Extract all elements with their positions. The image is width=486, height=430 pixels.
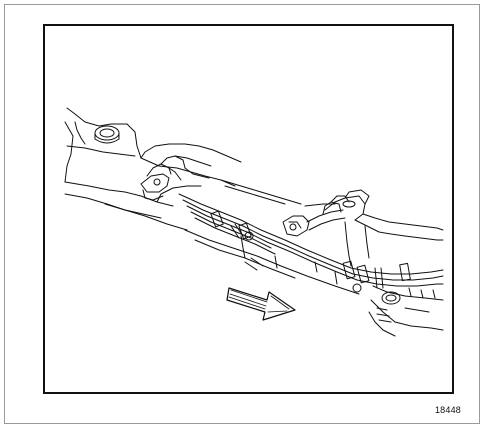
arrow-right-icon xyxy=(226,287,296,321)
line-clips xyxy=(210,210,411,293)
right-chassis-rail xyxy=(368,285,444,337)
center-connector xyxy=(282,195,350,237)
right-bracket xyxy=(304,189,444,267)
line-bundle xyxy=(178,179,444,287)
left-filler-port xyxy=(94,125,120,144)
illustration-frame xyxy=(43,24,454,394)
page-frame: 18448 xyxy=(4,4,480,424)
underbody-lines xyxy=(104,203,360,295)
fuel-line-diagram xyxy=(64,107,444,337)
left-chassis-housing xyxy=(64,107,242,219)
figure-number: 18448 xyxy=(434,405,461,415)
left-sender-assembly xyxy=(140,155,212,201)
